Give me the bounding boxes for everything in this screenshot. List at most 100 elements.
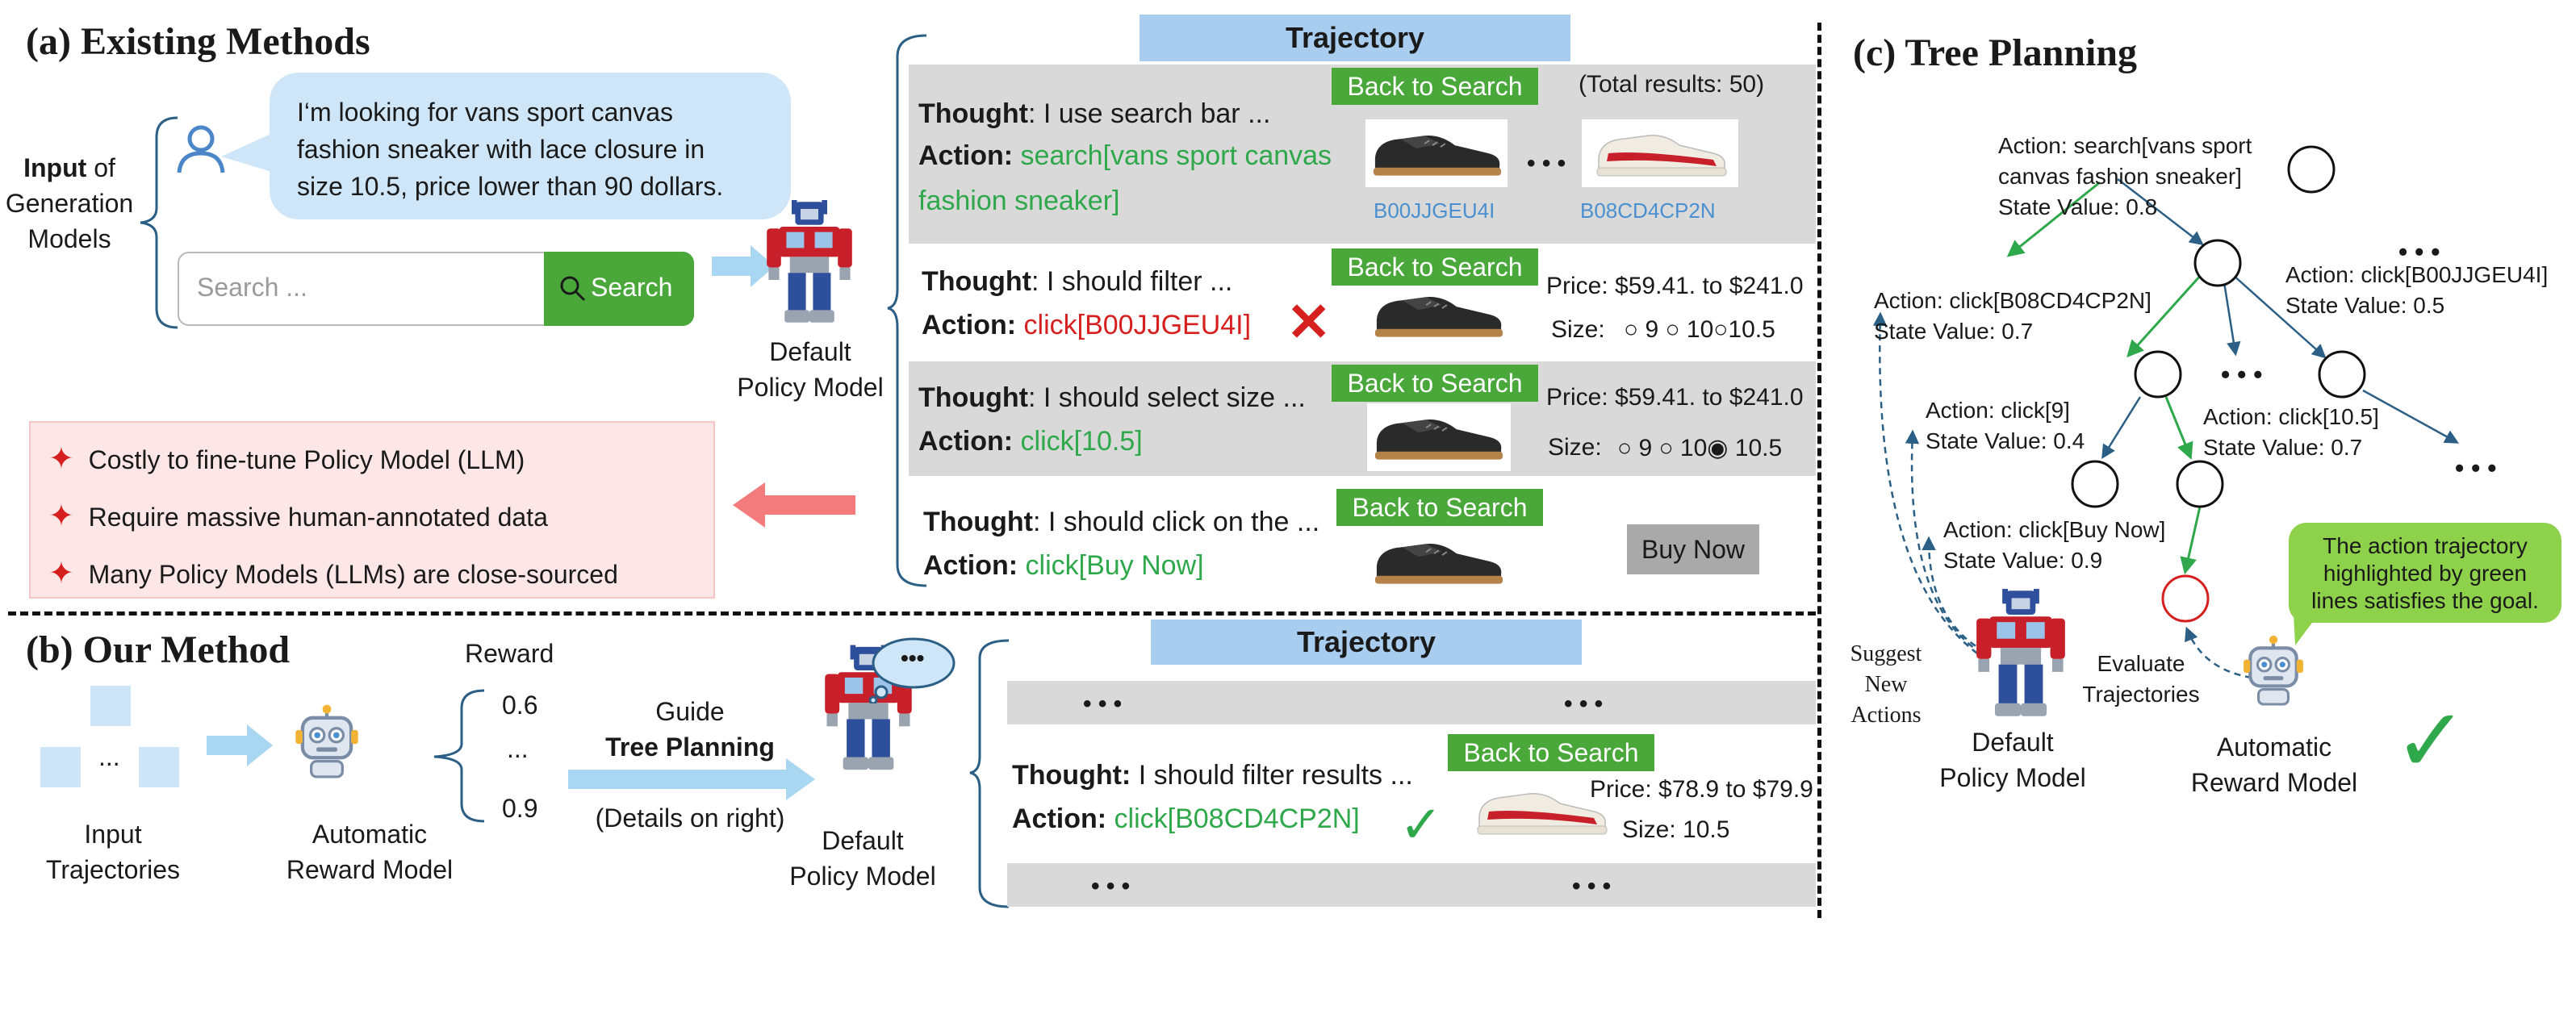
product-image-1[interactable] — [1370, 287, 1506, 344]
node-label-buy-now: Action: click[Buy Now] State Value: 0.9 — [1943, 517, 2166, 573]
tree-node — [2134, 350, 2182, 399]
trajectory-square — [40, 747, 81, 787]
section-divider-horizontal — [8, 611, 1816, 616]
wrong-mark-icon: ✕ — [1286, 292, 1332, 352]
arrow-to-policy — [712, 245, 775, 287]
user-query-line-1: I‘m looking for vans sport canvas — [297, 98, 673, 127]
step-1-action-cont: fashion sneaker] — [918, 186, 1120, 216]
tree-edge — [2231, 273, 2327, 359]
input-label-of: of — [86, 153, 115, 182]
trajectory-title-a: Trajectory — [1140, 15, 1570, 61]
price-range: Price: $59.41. to $241.0 — [1546, 384, 1804, 411]
tree-edge-highlighted — [2126, 273, 2203, 358]
back-to-search-button[interactable]: Back to Search — [1448, 734, 1654, 771]
tree-node — [2193, 239, 2242, 287]
drawback-item: ✦ Costly to fine-tune Policy Model (LLM) — [48, 442, 525, 476]
goal-note-line-2: highlighted by green — [2323, 561, 2528, 586]
user-query-line-3: size 10.5, price lower than 90 dollars. — [297, 172, 724, 201]
size-value: Size: 10.5 — [1622, 816, 1730, 843]
tree-diagram — [2006, 145, 2460, 623]
goal-note-bubble: The action trajectory highlighted by gre… — [2289, 523, 2561, 623]
trajectory-brace — [887, 34, 927, 587]
goal-note-line-3: lines satisfies the goal. — [2311, 588, 2539, 613]
policy-model-label-2: Policy Model — [737, 373, 884, 402]
back-to-search-button[interactable]: Back to Search — [1332, 68, 1538, 105]
evaluate-label: Evaluate Trajectories — [2082, 651, 2200, 707]
step-3-thought: Thought: I should select size ... — [918, 382, 1306, 413]
policy-model-label-b: Default Policy Model — [789, 826, 936, 891]
suggest-label: Suggest New Actions — [1850, 641, 1922, 728]
step-1-thought: Thought: I use search bar ... — [918, 98, 1271, 129]
policy-model-label: Default Policy Model — [713, 334, 907, 405]
trajectory-square — [90, 686, 131, 726]
policy-model-label-c: Default Policy Model — [1939, 728, 2086, 792]
input-label-bold: Input — [23, 153, 87, 182]
node-label-b00: Action: click[B00JJGEU4I] State Value: 0… — [2285, 262, 2549, 318]
reward-model-robot — [292, 703, 362, 783]
search-input[interactable]: Search ... Search — [178, 252, 694, 326]
details-label: (Details on right) — [595, 803, 785, 833]
product-image-2[interactable] — [1582, 119, 1738, 187]
size-label: Size: — [1548, 434, 1602, 461]
input-label-generation: Generation — [5, 189, 134, 218]
policy-model-robot — [765, 200, 854, 324]
tree-edge — [2117, 178, 2204, 246]
product-image-1[interactable] — [1370, 534, 1506, 591]
reward-value: 0.6 — [502, 691, 538, 720]
step-3-action: Action: click[10.5] — [918, 426, 1143, 457]
tree-node — [2071, 460, 2119, 508]
product-image-1[interactable] — [1367, 403, 1511, 471]
products-ellipsis: • • • — [1527, 150, 1566, 177]
tree-edge-highlighted — [2164, 396, 2193, 460]
thought-bubble-icon — [868, 637, 956, 703]
input-label-models: Models — [27, 224, 111, 253]
node-label-9: Action: click[9] State Value: 0.4 — [1926, 398, 2085, 453]
size-options[interactable]: ○ 9 ○ 10○10.5 — [1624, 316, 1775, 343]
b-step-thought: Thought: I should filter results ... — [1012, 760, 1413, 791]
section-divider-vertical — [1817, 23, 1821, 918]
buy-now-button[interactable]: Buy Now — [1627, 524, 1759, 574]
magnifier-icon — [560, 276, 586, 302]
node-label-search: Action: search[vans sport canvas fashion… — [1998, 133, 2252, 219]
tree-dots: • • • — [2398, 237, 2440, 266]
reward-value: ... — [507, 734, 529, 763]
back-to-search-button[interactable]: Back to Search — [1332, 365, 1538, 402]
reward-model-robot-c — [2240, 634, 2306, 710]
guide-label: Guide — [655, 697, 725, 726]
drawbacks-box — [29, 421, 715, 599]
tree-node — [2176, 460, 2224, 508]
tree-node — [2318, 350, 2366, 399]
product-id-1[interactable]: B00JJGEU4I — [1374, 198, 1495, 223]
search-button[interactable]: Search — [544, 252, 694, 326]
correct-check-icon: ✓ — [1399, 795, 1443, 853]
price-range: Price: $78.9 to $79.9 — [1590, 776, 1813, 803]
drawback-item: ✦ Require massive human-annotated data — [48, 499, 548, 533]
automatic-reward-model-label: Automatic Reward Model — [286, 820, 454, 884]
total-results: (Total results: 50) — [1579, 71, 1765, 98]
tree-edge — [2101, 396, 2142, 459]
user-query-line-2: fashion sneaker with lace closure in — [297, 135, 705, 164]
product-id-2[interactable]: B08CD4CP2N — [1580, 198, 1716, 223]
node-label-10-5: Action: click[10.5] State Value: 0.7 — [2203, 404, 2379, 460]
back-to-search-button[interactable]: Back to Search — [1336, 489, 1543, 526]
back-to-search-button[interactable]: Back to Search — [1332, 248, 1538, 286]
bubble-tail — [221, 132, 274, 173]
drawback-item: ✦ Many Policy Models (LLMs) are close-so… — [48, 557, 618, 591]
product-image-1[interactable] — [1365, 119, 1508, 187]
row-dots: • • • — [1564, 691, 1604, 717]
size-options[interactable]: ○ 9 ○ 10◉ 10.5 — [1617, 435, 1783, 461]
step-2-thought: Thought: I should filter ... — [922, 266, 1233, 297]
section-b-title: (b) Our Method — [26, 628, 291, 671]
input-brace — [140, 116, 178, 329]
tree-edge-highlighted — [2006, 181, 2101, 257]
arrow-to-policy-b — [568, 758, 815, 800]
row-dots: • • • — [1572, 873, 1612, 899]
tree-dots: • • • — [2221, 360, 2263, 389]
star-icon: ✦ — [48, 442, 74, 476]
input-label: Input of Generation Models — [5, 150, 134, 257]
tree-node-goal — [2161, 574, 2210, 623]
arrow-to-reward — [207, 724, 273, 766]
search-button-label: Search — [591, 273, 673, 302]
step-4-thought: Thought: I should click on the ... — [923, 507, 1320, 537]
arrow-to-drawbacks — [733, 482, 855, 528]
